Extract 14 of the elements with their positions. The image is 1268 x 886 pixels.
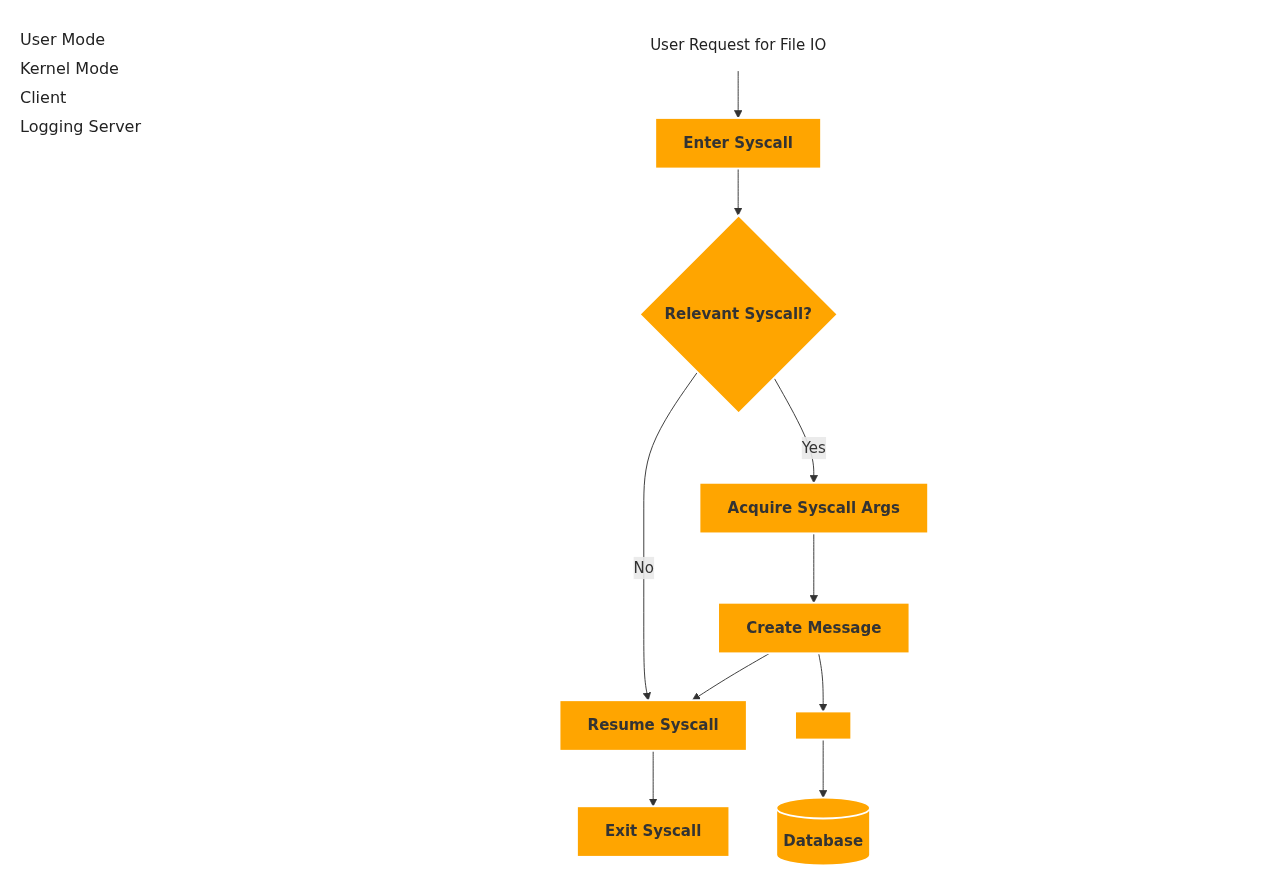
- mode-label: Kernel Mode: [20, 59, 120, 78]
- node-box: Exit Syscall: [576, 805, 731, 858]
- edge-label: No: [633, 558, 655, 577]
- mode-label: User Mode: [20, 30, 107, 49]
- node-box: Enter Syscall: [654, 117, 823, 170]
- node-diamond: Relevant Syscall?: [638, 214, 840, 415]
- node-box: [794, 710, 853, 741]
- node-box: Resume Syscall: [558, 699, 748, 752]
- node-text: User Request for File IO: [650, 36, 827, 55]
- mode-label: Logging Server: [20, 117, 143, 136]
- mode-label: Client: [20, 88, 68, 107]
- node-box: Acquire Syscall Args: [698, 481, 930, 535]
- node-box: Create Message: [717, 601, 911, 655]
- edge-label: Yes: [801, 438, 827, 457]
